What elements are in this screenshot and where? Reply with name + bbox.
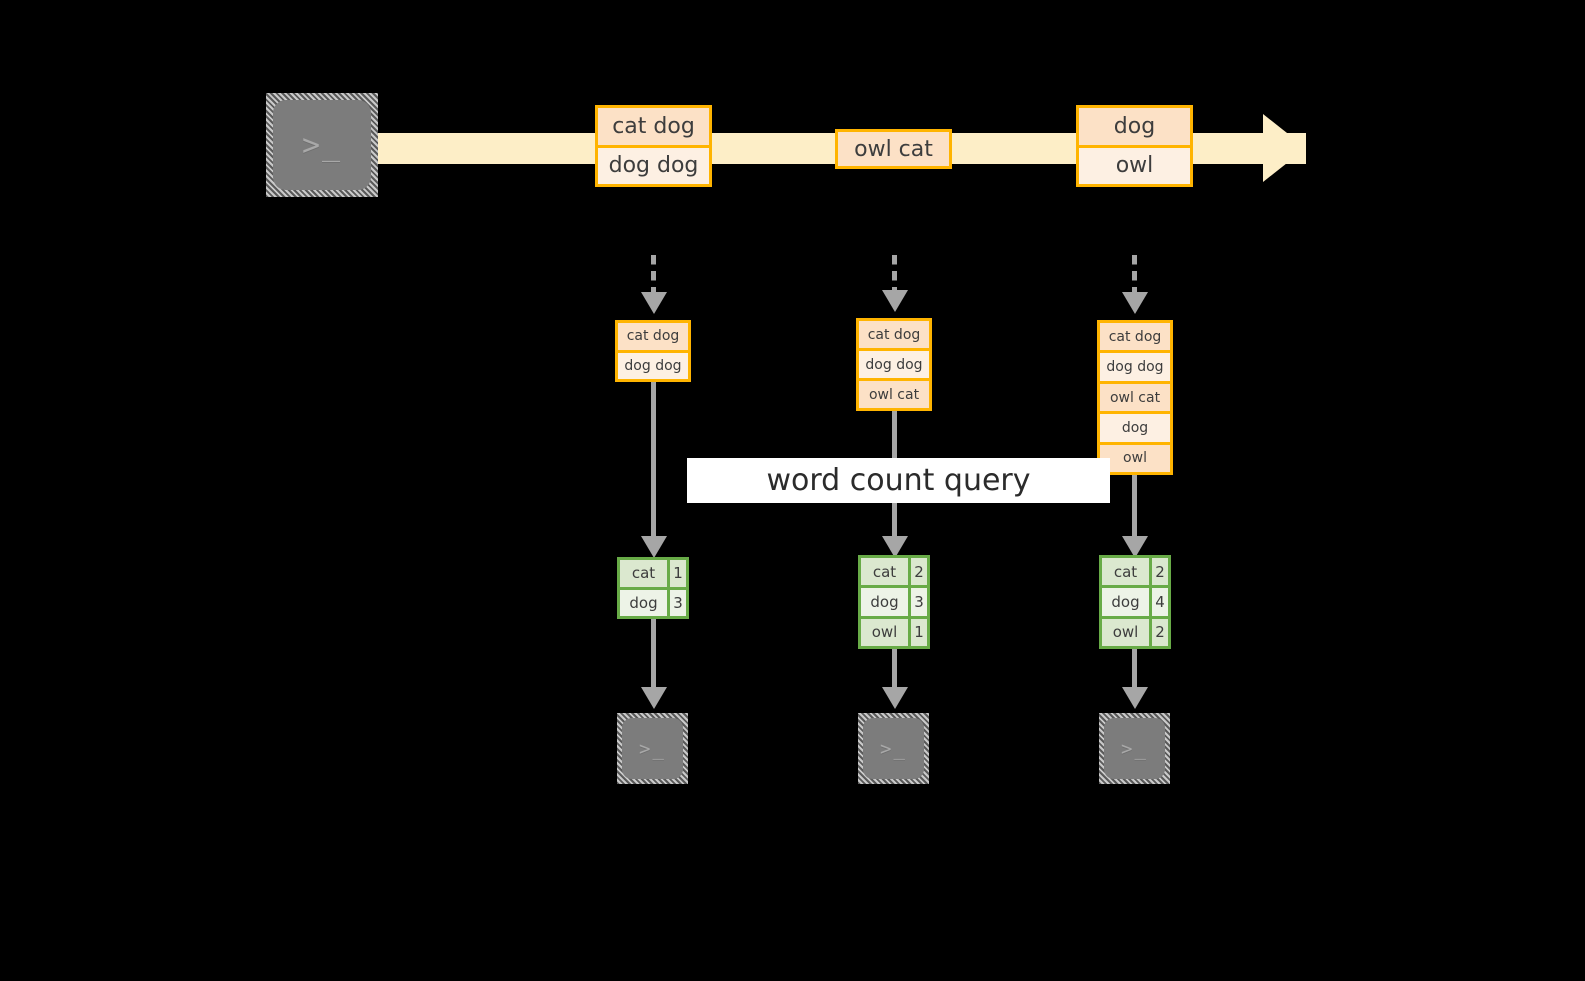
table-row: cat 2 <box>1102 558 1168 586</box>
stream-message: dog dog <box>598 144 709 184</box>
accumulated-message: dog dog <box>1100 350 1170 381</box>
count-cell: 3 <box>908 588 927 616</box>
query-label: word count query <box>766 463 1031 498</box>
table-row: owl 1 <box>861 615 927 646</box>
sink-line-1 <box>892 649 897 691</box>
accumulated-message: dog dog <box>859 348 929 378</box>
accumulated-message: dog dog <box>618 349 688 379</box>
query-arrowhead-2 <box>1122 536 1148 558</box>
query-line-0 <box>651 382 656 540</box>
stream-event-2[interactable]: dog owl <box>1076 105 1193 187</box>
word-cell: cat <box>861 558 908 586</box>
stream-message: owl cat <box>838 132 949 166</box>
terminal-prompt-icon: >_ <box>639 737 666 760</box>
result-table-1[interactable]: cat 2 dog 3 owl 1 <box>858 555 930 649</box>
count-cell: 4 <box>1149 588 1168 616</box>
count-cell: 3 <box>667 589 686 616</box>
table-row: cat 1 <box>620 560 686 587</box>
sink-terminal-0[interactable]: >_ <box>617 713 688 784</box>
accumulated-stack-1[interactable]: cat dog dog dog owl cat <box>856 318 932 411</box>
accumulated-message: cat dog <box>618 323 688 350</box>
terminal-face <box>622 718 683 779</box>
accumulated-message: owl <box>1100 441 1170 473</box>
table-row: owl 2 <box>1102 615 1168 646</box>
accumulated-message: cat dog <box>859 321 929 348</box>
stream-message: dog <box>1079 108 1190 145</box>
snapshot-tap-arrowhead-2 <box>1122 292 1148 314</box>
query-arrowhead-1 <box>882 536 908 558</box>
terminal-face <box>273 100 371 190</box>
sink-line-2 <box>1132 649 1137 691</box>
word-cell: dog <box>861 588 908 616</box>
terminal-prompt-icon: >_ <box>301 127 343 163</box>
terminal-face <box>1104 718 1165 779</box>
word-cell: cat <box>1102 558 1149 586</box>
word-cell: dog <box>620 589 667 616</box>
accumulated-message: cat dog <box>1100 323 1170 351</box>
accumulated-message: owl cat <box>1100 380 1170 412</box>
terminal-prompt-icon: >_ <box>1121 737 1148 760</box>
snapshot-tap-arrowhead-1 <box>882 290 908 312</box>
sink-arrowhead-0 <box>641 687 667 709</box>
stream-message: owl <box>1079 144 1190 184</box>
stream-message: cat dog <box>598 108 709 145</box>
sink-line-0 <box>651 619 656 691</box>
table-row: dog 3 <box>620 586 686 616</box>
snapshot-tap-line-2 <box>1132 255 1137 297</box>
snapshot-tap-line-0 <box>651 255 656 297</box>
sink-terminal-2[interactable]: >_ <box>1099 713 1170 784</box>
sink-arrowhead-1 <box>882 687 908 709</box>
count-cell: 2 <box>1149 558 1168 586</box>
snapshot-tap-line-1 <box>892 255 897 295</box>
word-cell: owl <box>861 618 908 646</box>
stream-event-0[interactable]: cat dog dog dog <box>595 105 712 187</box>
word-cell: cat <box>620 560 667 587</box>
accumulated-message: owl cat <box>859 378 929 408</box>
accumulated-message: dog <box>1100 411 1170 442</box>
terminal-prompt-icon: >_ <box>880 737 907 760</box>
word-cell: dog <box>1102 588 1149 616</box>
result-table-2[interactable]: cat 2 dog 4 owl 2 <box>1099 555 1171 649</box>
terminal-face <box>863 718 924 779</box>
snapshot-tap-arrowhead-0 <box>641 292 667 314</box>
sink-terminal-1[interactable]: >_ <box>858 713 929 784</box>
query-label-band: word count query <box>687 458 1110 503</box>
sink-arrowhead-2 <box>1122 687 1148 709</box>
word-cell: owl <box>1102 618 1149 646</box>
accumulated-stack-2[interactable]: cat dog dog dog owl cat dog owl <box>1097 320 1173 475</box>
accumulated-stack-0[interactable]: cat dog dog dog <box>615 320 691 382</box>
source-terminal[interactable]: >_ <box>266 93 378 197</box>
result-table-0[interactable]: cat 1 dog 3 <box>617 557 689 619</box>
query-line-2 <box>1132 475 1137 540</box>
table-row: dog 4 <box>1102 585 1168 616</box>
stream-event-1[interactable]: owl cat <box>835 129 952 169</box>
table-row: cat 2 <box>861 558 927 586</box>
count-cell: 2 <box>908 558 927 586</box>
count-cell: 1 <box>667 560 686 587</box>
stream-arrowhead <box>1263 114 1306 182</box>
count-cell: 1 <box>908 618 927 646</box>
query-arrowhead-0 <box>641 536 667 558</box>
table-row: dog 3 <box>861 585 927 616</box>
count-cell: 2 <box>1149 618 1168 646</box>
